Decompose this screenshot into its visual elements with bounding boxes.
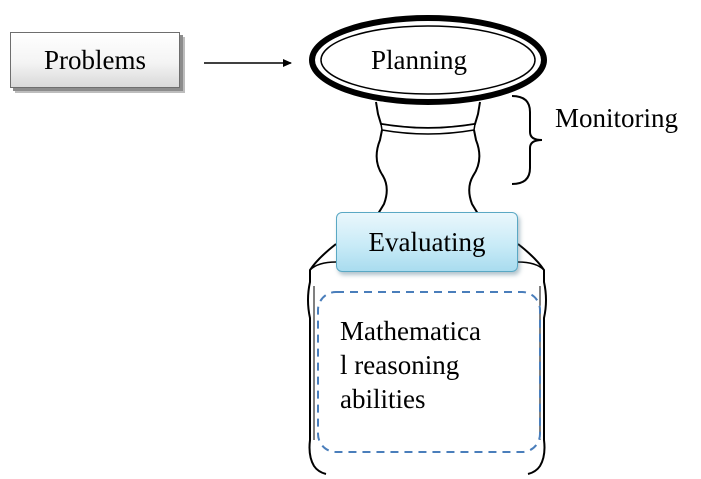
problems-label: Problems (43, 45, 146, 75)
bottle-mouth-ring (375, 101, 481, 129)
reasoning-abilities-text: Mathematica l reasoning abilities (340, 314, 510, 416)
monitoring-brace (511, 95, 543, 185)
monitoring-label: Monitoring (555, 103, 679, 133)
planning-label: Planning (371, 45, 468, 75)
reasoning-line: l reasoning (340, 350, 460, 380)
bottle-body (307, 243, 547, 475)
reasoning-line: Mathematica (340, 316, 481, 346)
bottle-neck (373, 129, 483, 221)
planning-ellipse-inner (320, 25, 536, 95)
problems-box: Problems (10, 32, 180, 88)
evaluating-box: Evaluating (336, 212, 518, 272)
reasoning-line: abilities (340, 384, 426, 414)
bottle-shoulder-line (309, 261, 545, 271)
evaluating-label: Evaluating (368, 227, 486, 257)
